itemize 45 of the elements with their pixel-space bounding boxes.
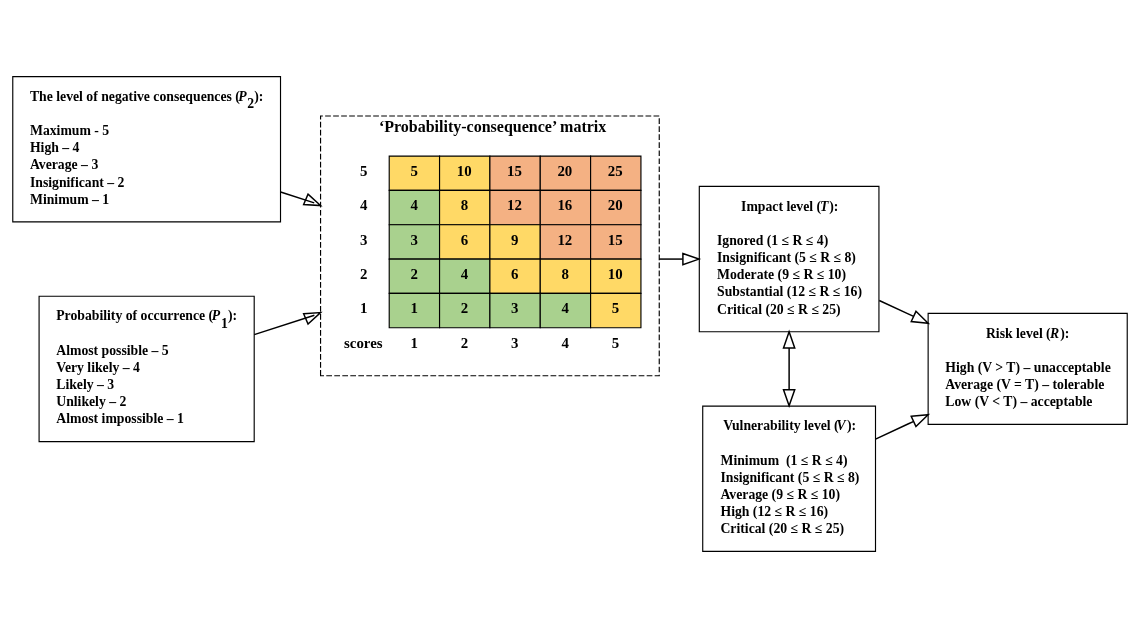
label: 2: [360, 265, 368, 282]
label: 15: [507, 162, 522, 179]
label: 8: [460, 196, 469, 213]
label: 3: [511, 334, 519, 351]
label: 12: [507, 196, 522, 213]
label: 16: [557, 196, 573, 213]
label: 5: [410, 162, 418, 179]
node-box: Impact level (T): Ignored (1 ≤ R ≤ 4) Insignificant (5 ≤ R ≤ 8) Moderate (9 ≤ R ≤ 10) Substantial (12 ≤ R ≤ 16) Critical (20 ≤ R ≤ 25): [698, 185, 880, 332]
label: 9: [511, 231, 519, 248]
label: 25: [607, 162, 623, 179]
label: 8: [561, 265, 569, 282]
node-box: Risk level (R): High (V > T) – unacceptable Average (V = T) – tolerable Low (V < T) – acceptable: [927, 312, 1128, 425]
label: 4: [561, 334, 569, 351]
label: scores: [344, 334, 383, 351]
arrow: [253, 311, 323, 335]
label: 4: [410, 196, 418, 213]
label: 3: [360, 231, 368, 248]
label: 20: [607, 196, 623, 213]
label: 15: [607, 231, 623, 248]
label: 6: [511, 265, 519, 282]
label: 5: [360, 162, 368, 179]
label: 20: [557, 162, 573, 179]
label: 12: [557, 231, 573, 248]
label: 6: [460, 231, 469, 248]
label: 3: [511, 299, 519, 316]
label: 3: [410, 231, 418, 248]
label: 4: [460, 265, 469, 282]
label: 4: [360, 196, 368, 213]
arrow: [279, 190, 323, 206]
label: 2: [460, 334, 469, 351]
label: 1: [360, 299, 368, 316]
arrow: [658, 251, 702, 266]
arrow: [782, 329, 796, 408]
label: 10: [607, 265, 623, 282]
label: 5: [611, 299, 620, 316]
arrow: [878, 299, 931, 324]
label: 10: [456, 162, 472, 179]
label: 1: [410, 334, 418, 351]
label: 4: [561, 299, 569, 316]
node-box: Vulnerability level (V): Minimum (1 ≤ R ≤ 4) Insignificant (5 ≤ R ≤ 8) Average (9 ≤ R ≤ 10) High (12 ≤ R ≤ 16) Critical (20 ≤ R ≤ 25): [702, 405, 877, 552]
arrow: [874, 413, 931, 440]
label: 1: [410, 299, 418, 316]
label: 2: [410, 265, 418, 282]
label: 5: [611, 334, 620, 351]
label: 2: [460, 299, 469, 316]
